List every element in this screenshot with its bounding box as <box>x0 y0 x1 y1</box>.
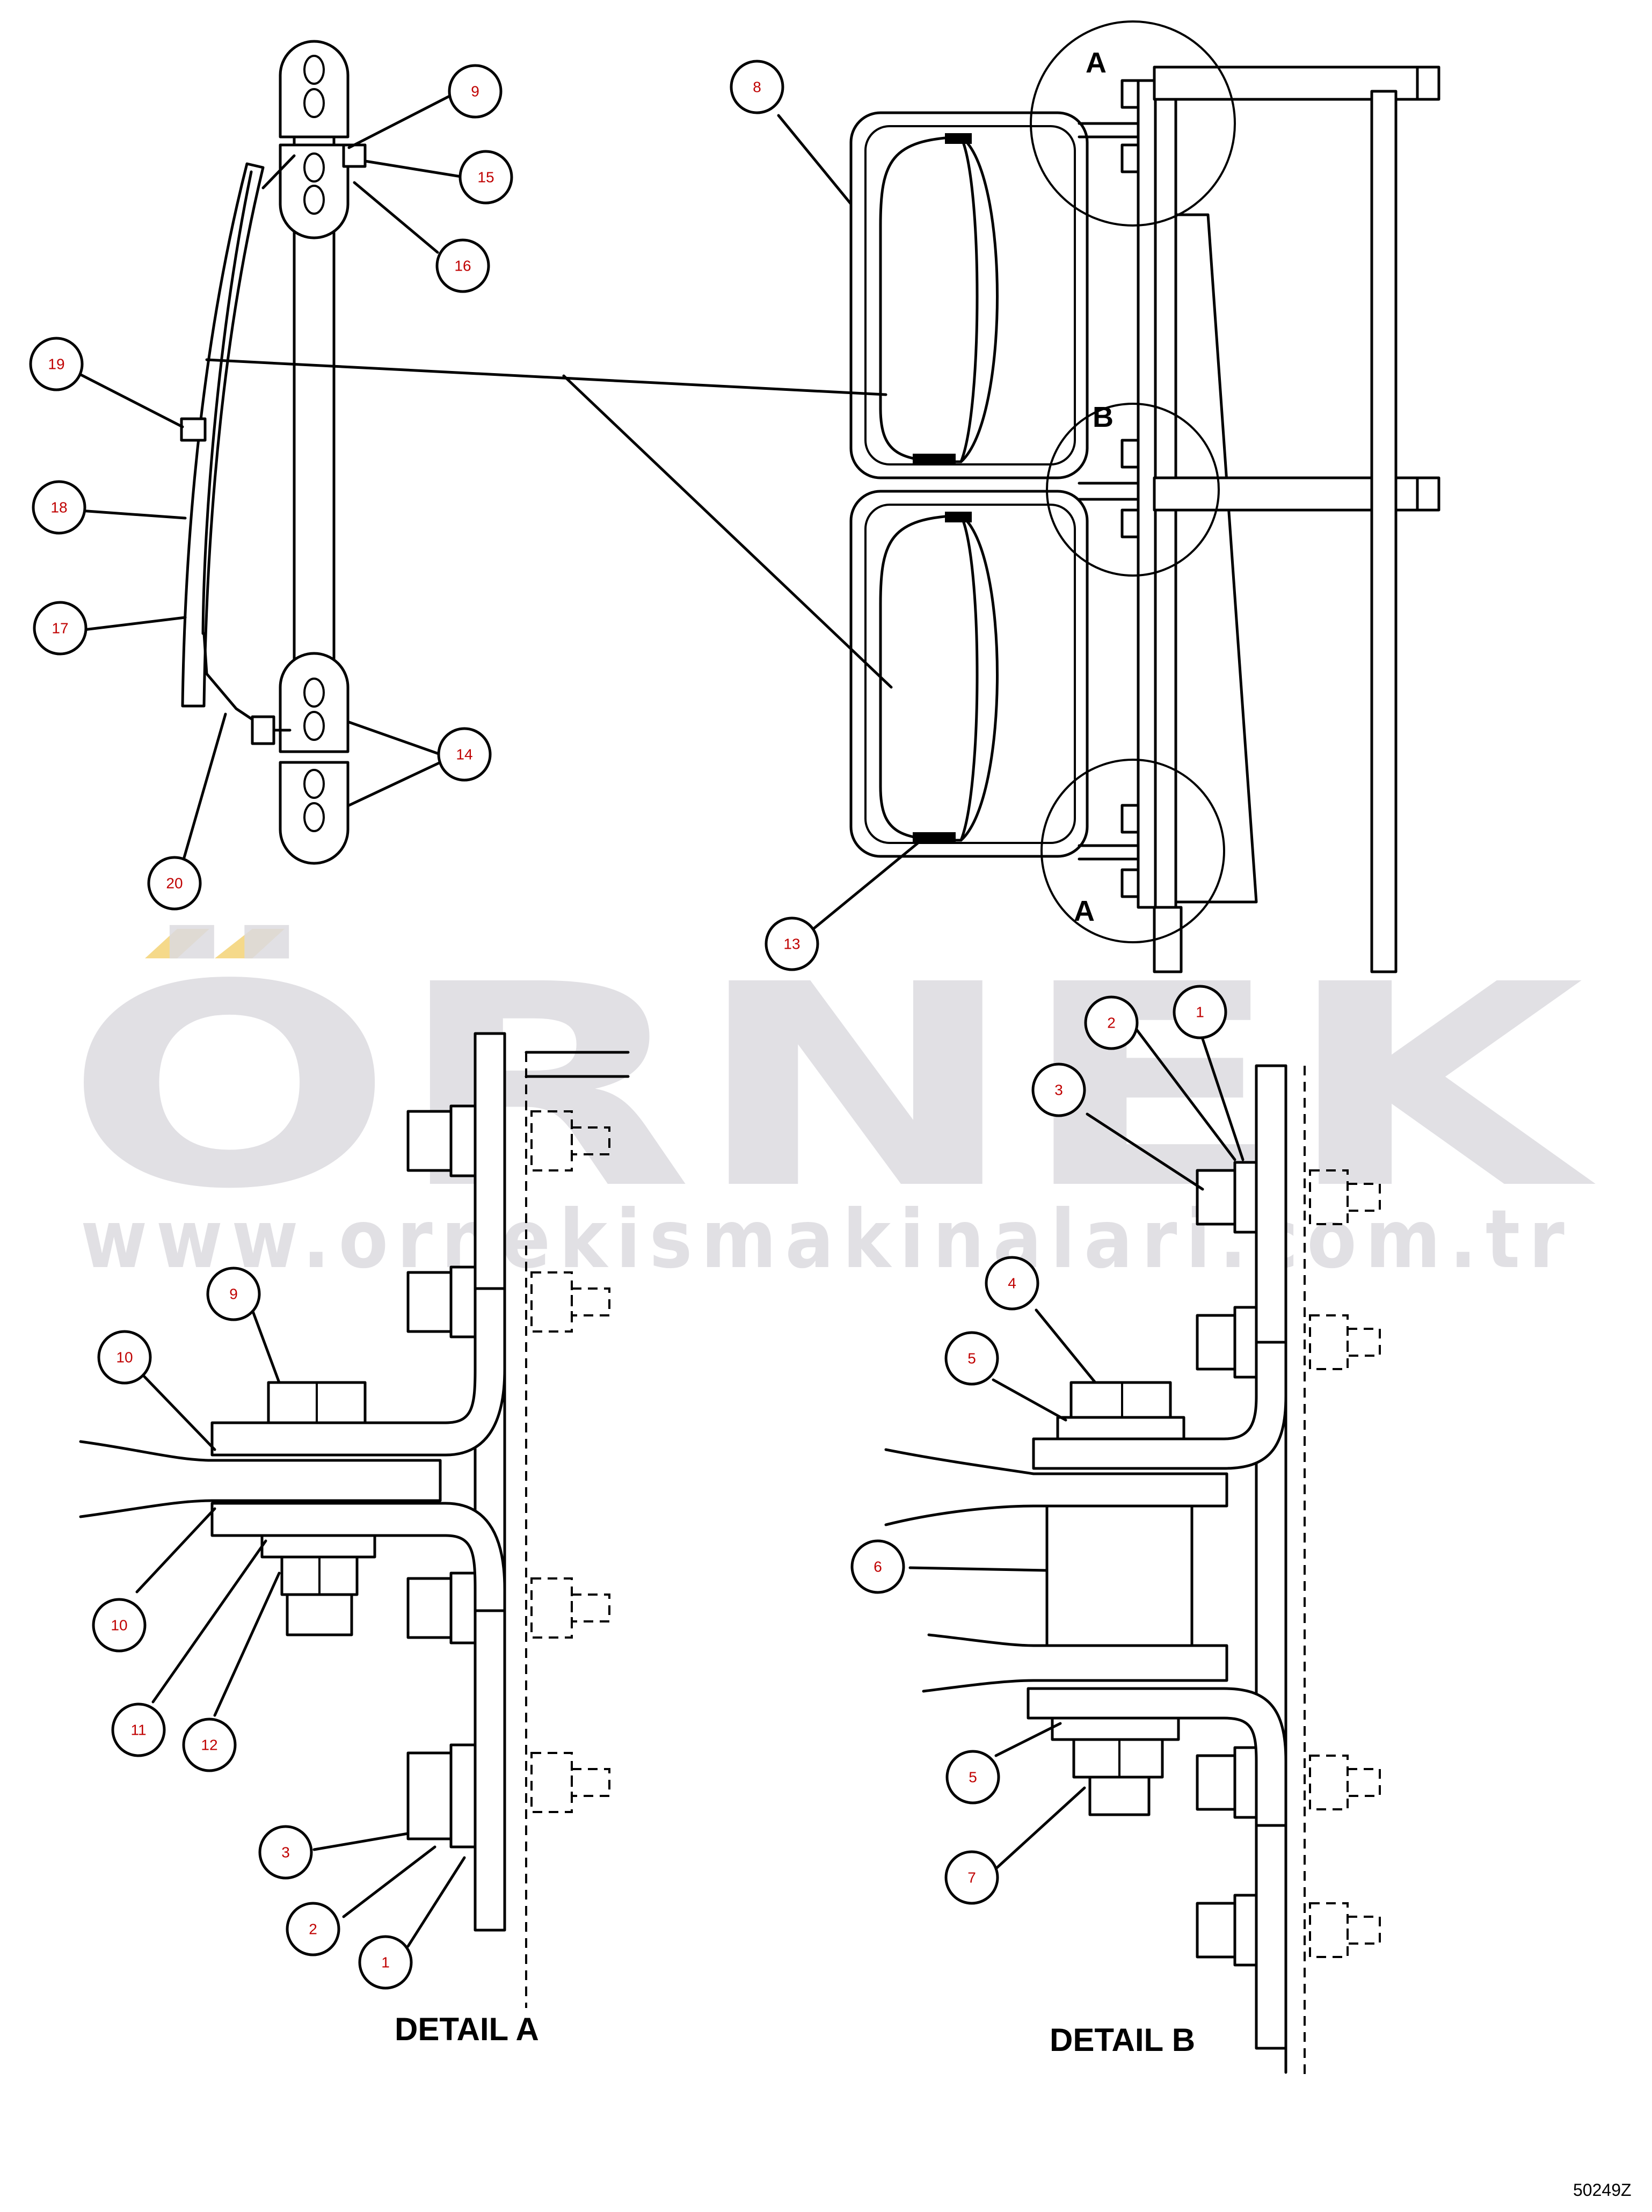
leader-lines <box>71 92 1245 1948</box>
callout-b-5-lower: 5 <box>945 1750 1000 1804</box>
svg-text:11: 11 <box>130 1722 146 1738</box>
callout-19: 19 <box>29 337 84 391</box>
view-letter-a-top: A <box>1086 47 1107 79</box>
svg-text:6: 6 <box>874 1559 882 1575</box>
mirror-front-view: A B A <box>849 20 1440 973</box>
callout-18: 18 <box>32 480 86 535</box>
callout-a-1: 1 <box>358 1935 413 1990</box>
callouts-top-view: 9 15 16 19 18 17 14 20 8 13 <box>29 60 819 971</box>
detail-a-drawing: DETAIL A <box>79 1032 630 2047</box>
drawing-number: 50249Z <box>1573 2180 1632 2200</box>
callout-13: 13 <box>765 916 819 971</box>
callout-a-10-lower: 10 <box>92 1598 147 1653</box>
callout-9-top: 9 <box>448 64 503 119</box>
callout-b-1: 1 <box>1173 985 1227 1039</box>
watermark-word: ÖRNEK <box>64 922 1598 1250</box>
svg-text:18: 18 <box>50 499 67 516</box>
detail-b-drawing: DETAIL B <box>884 1064 1381 2078</box>
svg-text:16: 16 <box>454 258 471 274</box>
detail-b-label: DETAIL B <box>1050 2022 1195 2058</box>
svg-text:3: 3 <box>1054 1082 1063 1098</box>
view-letter-b: B <box>1093 401 1114 433</box>
callouts-detail-a: 9 10 10 11 12 3 2 1 <box>92 1267 413 1990</box>
svg-text:10: 10 <box>111 1617 127 1634</box>
svg-text:3: 3 <box>281 1844 290 1861</box>
callout-a-10-upper: 10 <box>97 1330 152 1385</box>
callout-b-3: 3 <box>1031 1063 1086 1117</box>
callout-14: 14 <box>437 727 492 782</box>
callout-16: 16 <box>435 238 490 293</box>
callout-a-9: 9 <box>206 1267 261 1321</box>
callout-b-2: 2 <box>1084 995 1139 1050</box>
callouts-detail-b: 2 1 3 4 5 6 5 7 <box>850 985 1227 1905</box>
callout-b-5-upper: 5 <box>944 1331 999 1386</box>
detail-a-label: DETAIL A <box>395 2011 539 2047</box>
svg-text:4: 4 <box>1008 1275 1016 1292</box>
svg-text:1: 1 <box>1196 1004 1204 1021</box>
svg-text:14: 14 <box>456 746 472 763</box>
mirror-arm-side-view <box>180 40 367 865</box>
callout-a-12: 12 <box>182 1718 237 1772</box>
callout-15: 15 <box>459 150 513 205</box>
svg-text:2: 2 <box>309 1921 317 1938</box>
callout-17: 17 <box>33 601 88 656</box>
callout-8: 8 <box>730 60 784 114</box>
watermark: ÖRNEK www.ornekismakinalari.com.tr <box>64 922 1598 1287</box>
callout-a-3: 3 <box>258 1825 313 1880</box>
watermark-accent-mark-right <box>215 929 285 958</box>
watermark-url: www.ornekismakinalari.com.tr <box>81 1193 1573 1286</box>
svg-text:9: 9 <box>471 83 479 100</box>
svg-text:9: 9 <box>229 1286 238 1303</box>
watermark-accent-mark-left <box>145 929 209 958</box>
svg-text:17: 17 <box>52 620 68 637</box>
svg-text:2: 2 <box>1107 1015 1116 1031</box>
svg-text:5: 5 <box>969 1769 977 1786</box>
callout-a-11: 11 <box>111 1702 166 1757</box>
svg-text:19: 19 <box>48 356 64 373</box>
callout-b-6: 6 <box>850 1539 905 1594</box>
svg-text:20: 20 <box>166 875 183 892</box>
svg-text:10: 10 <box>116 1349 133 1366</box>
svg-text:15: 15 <box>477 169 494 186</box>
svg-text:7: 7 <box>967 1869 976 1886</box>
svg-text:13: 13 <box>783 936 800 952</box>
svg-text:12: 12 <box>201 1737 217 1753</box>
callout-a-2: 2 <box>286 1902 340 1956</box>
svg-text:8: 8 <box>753 79 761 96</box>
callout-b-7: 7 <box>944 1850 999 1905</box>
view-letter-a-bottom: A <box>1074 895 1095 927</box>
callout-b-4: 4 <box>985 1256 1039 1311</box>
svg-text:1: 1 <box>381 1954 390 1971</box>
svg-text:5: 5 <box>967 1350 976 1367</box>
callout-20: 20 <box>147 856 202 911</box>
